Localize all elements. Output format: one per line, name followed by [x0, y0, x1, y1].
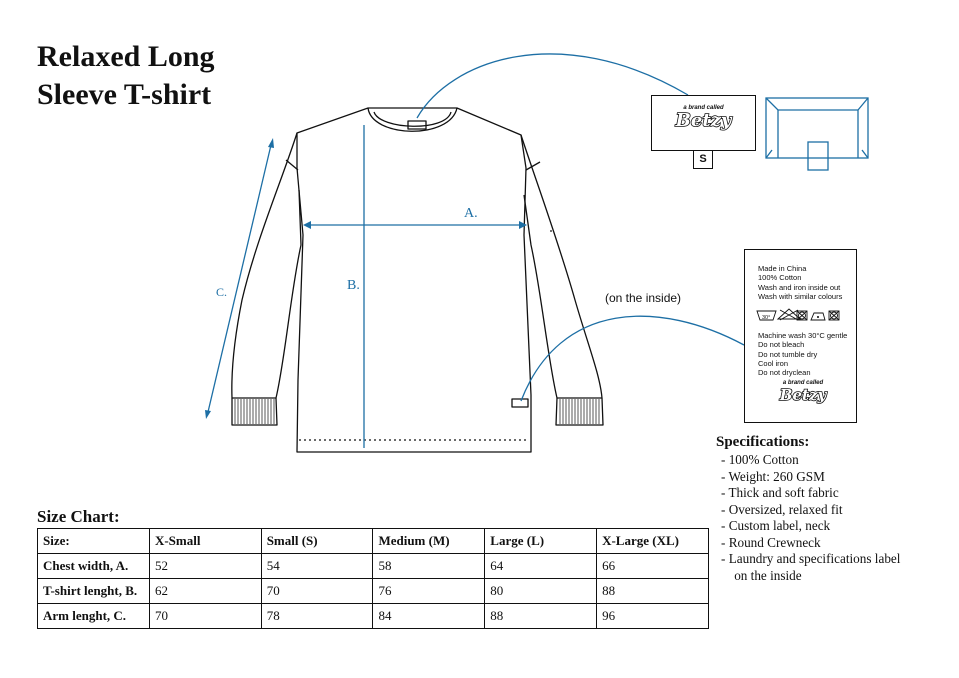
- header-cell: X-Large (XL): [596, 528, 709, 554]
- spec-item: - Thick and soft fabric: [721, 485, 839, 500]
- inside-note: (on the inside): [605, 291, 682, 305]
- care-symbols-icon: [756, 308, 840, 321]
- care-line: Do not tumble dry: [758, 349, 818, 359]
- spec-item: - Oversized, relaxed fit: [721, 501, 843, 517]
- brand-logo: Betzy: [675, 110, 732, 131]
- table-cell: 88: [484, 603, 598, 629]
- table-cell: 84: [372, 603, 486, 629]
- table-row: Arm lenght, C. 70 78 84 88 96: [37, 603, 709, 629]
- table-cell: 88: [596, 578, 709, 604]
- left-sleeve: [231, 132, 302, 399]
- table-cell: 70: [148, 603, 262, 629]
- care-line: Cool iron: [758, 358, 789, 368]
- size-tag: S: [693, 150, 713, 169]
- care-line: Machine wash 30°C gentle: [758, 331, 848, 340]
- title-line-2: Sleeve T-shirt: [37, 78, 212, 111]
- measure-label-c: C.: [216, 285, 228, 299]
- brand-tagline: a brand called: [683, 105, 724, 111]
- table-row: Chest width, A. 52 54 58 64 66: [37, 553, 709, 579]
- table-cell: 76: [372, 578, 486, 604]
- package-box: [765, 97, 869, 159]
- page-title: Relaxed Long Sleeve T-shirt: [37, 38, 215, 114]
- care-line: Wash and iron inside out: [758, 282, 841, 292]
- spec-item: - Weight: 260 GSM: [721, 468, 825, 484]
- size-chart-table: Size: X-Small Small (S) Medium (M) Large…: [37, 528, 709, 629]
- header-cell: Small (S): [260, 528, 374, 554]
- care-label-bottom-text: Machine wash 30°C gentle Do not bleach D…: [758, 331, 847, 377]
- table-cell: 78: [260, 603, 374, 629]
- spec-item: - Round Crewneck: [721, 534, 821, 550]
- care-line: Do not bleach: [758, 340, 805, 350]
- specifications-list: - 100% Cotton - Weight: 260 GSM - Thick …: [721, 452, 900, 584]
- measure-label-a: A.: [464, 206, 478, 221]
- table-cell: 54: [260, 553, 374, 579]
- right-sleeve: [520, 134, 603, 399]
- spec-item: - Custom label, neck: [721, 518, 831, 533]
- table-row: T-shirt lenght, B. 62 70 76 80 88: [37, 578, 709, 604]
- right-cuff: [555, 397, 604, 426]
- table-cell: 52: [148, 553, 262, 579]
- wash-temp: 30°: [762, 315, 771, 321]
- table-cell: 64: [484, 553, 598, 579]
- table-cell: 58: [372, 553, 486, 579]
- table-cell: 66: [596, 553, 709, 579]
- table-cell: 70: [260, 578, 374, 604]
- specifications-title: Specifications:: [716, 434, 810, 450]
- care-line: Made in China: [758, 264, 807, 273]
- care-line: Wash with similar colours: [758, 291, 843, 301]
- title-line-1: Relaxed Long: [37, 40, 215, 73]
- header-cell: Size:: [37, 528, 150, 554]
- size-chart-title: Size Chart:: [37, 507, 120, 526]
- table-cell: 80: [484, 578, 598, 604]
- spec-item: - 100% Cotton: [721, 452, 799, 467]
- table-header-row: Size: X-Small Small (S) Medium (M) Large…: [37, 528, 709, 554]
- spec-item: - Laundry and specifications label: [721, 551, 901, 566]
- care-line: 100% Cotton: [758, 273, 802, 283]
- spec-item: on the inside: [721, 567, 802, 583]
- care-label-top-text: Made in China 100% Cotton Wash and iron …: [758, 264, 842, 301]
- row-header-cell: Arm lenght, C.: [37, 603, 150, 629]
- neck-label: a brand called Betzy: [651, 95, 756, 151]
- header-cell: Large (L): [484, 528, 598, 554]
- brand-tagline: a brand called: [782, 380, 824, 386]
- shirt-collar: [367, 107, 458, 132]
- table-cell: 62: [148, 578, 262, 604]
- brand-logo: Betzy: [779, 386, 827, 404]
- header-cell: X-Small: [148, 528, 262, 554]
- table-cell: 96: [596, 603, 709, 629]
- measure-label-b: B.: [347, 278, 360, 293]
- row-header-cell: T-shirt lenght, B.: [37, 578, 150, 604]
- row-header-cell: Chest width, A.: [37, 553, 150, 579]
- care-line: Do not dryclean: [758, 368, 811, 378]
- header-cell: Medium (M): [372, 528, 486, 554]
- care-label: Made in China 100% Cotton Wash and iron …: [744, 249, 857, 423]
- left-cuff: [231, 397, 278, 426]
- care-label-logo: a brand called Betzy: [773, 380, 833, 404]
- shirt-body-outline: [296, 107, 532, 453]
